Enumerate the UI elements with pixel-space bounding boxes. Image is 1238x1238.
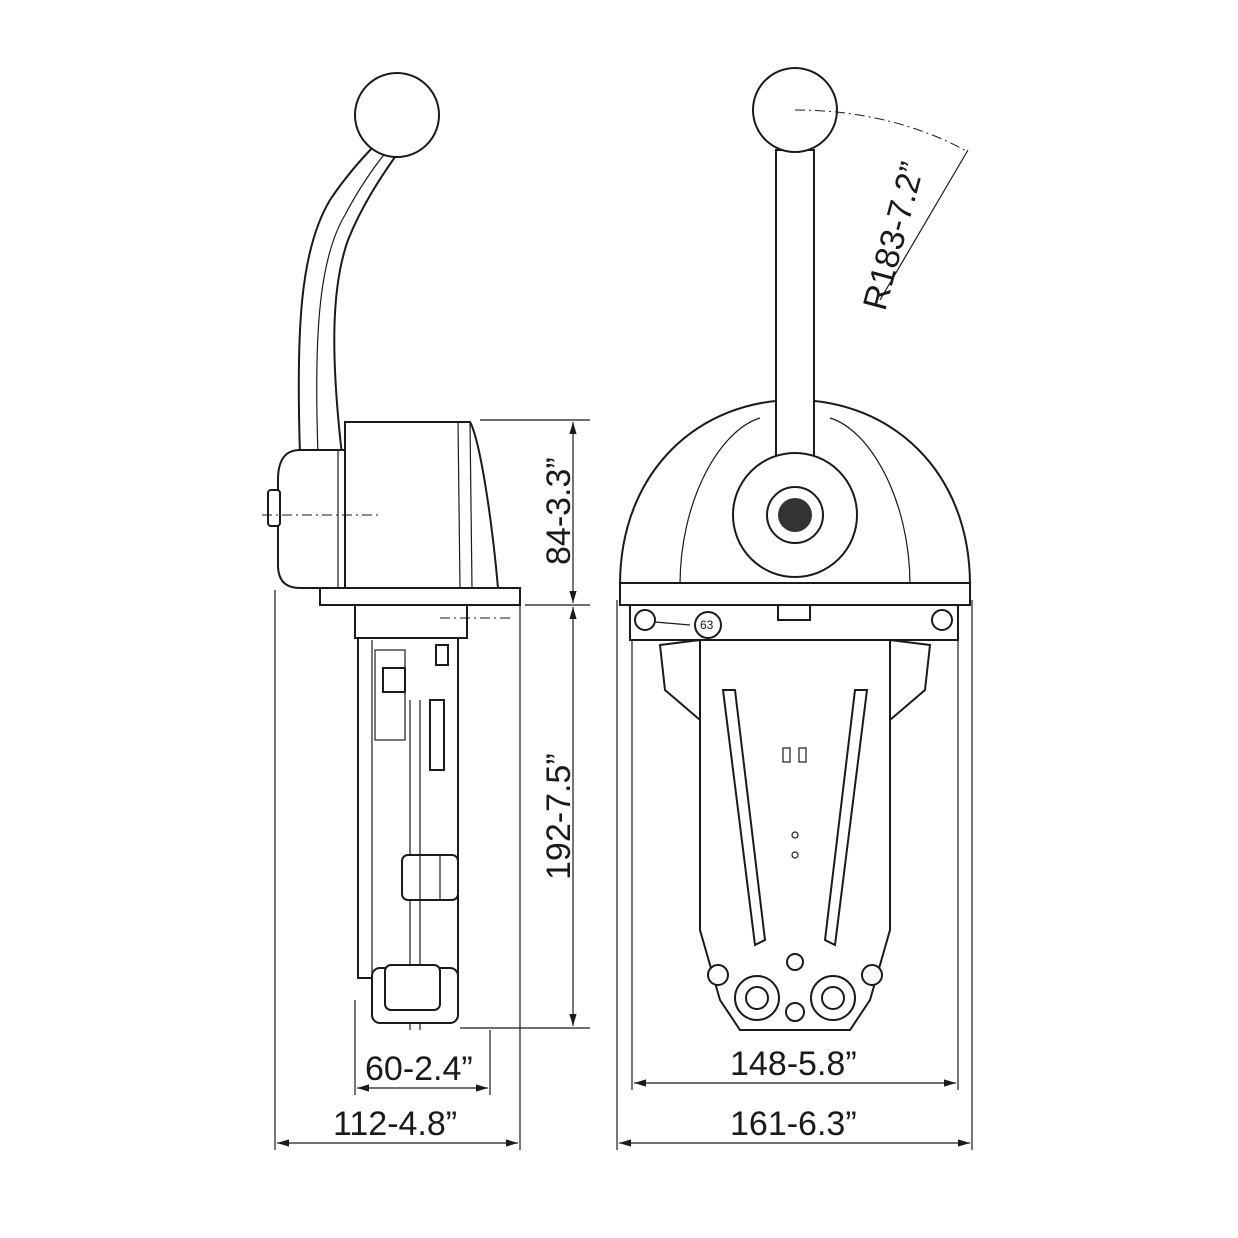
side-dimensions: 84-3.3” 192-7.5” 60-2.4” 112-4.8”: [274, 419, 590, 1150]
front-view: 63 R183-7.2” 148-5.8” 161-6.3”: [616, 67, 973, 1150]
dim-width-total-side: 112-4.8”: [333, 1105, 457, 1143]
dim-width-inner: 148-5.8”: [730, 1045, 857, 1083]
dim-radius: R183-7.2”: [856, 158, 932, 314]
side-mechanism: [354, 604, 510, 1030]
logo-icon: [778, 498, 812, 532]
dim-width-body: 60-2.4”: [365, 1050, 473, 1088]
dim-width-total-front: 161-6.3”: [730, 1105, 857, 1143]
side-view: 84-3.3” 192-7.5” 60-2.4” 112-4.8”: [262, 72, 590, 1150]
dim-height-lower: 192-7.5”: [540, 753, 578, 880]
side-housing: [262, 421, 521, 606]
lever-knob: [297, 72, 440, 456]
dim-height-upper: 84-3.3”: [540, 457, 578, 565]
part-ref-label: 63: [700, 618, 714, 632]
